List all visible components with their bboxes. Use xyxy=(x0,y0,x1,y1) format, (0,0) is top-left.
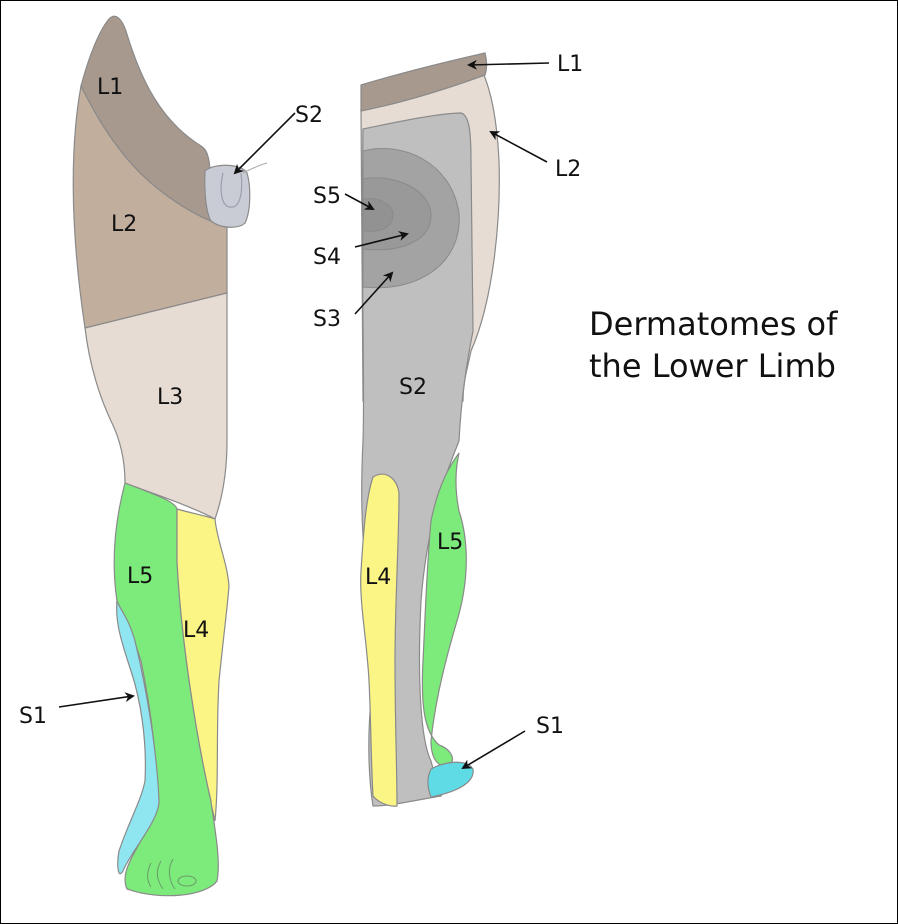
arrow-posterior-L2 xyxy=(489,131,548,163)
posterior-label-S3: S3 xyxy=(313,307,341,332)
anterior-region-S1 xyxy=(116,600,160,875)
posterior-region-L1 xyxy=(360,52,488,112)
title-line-2: the Lower Limb xyxy=(589,347,836,385)
anterior-leg xyxy=(72,15,268,897)
arrow-posterior-L1 xyxy=(467,59,550,70)
anterior-label-S1: S1 xyxy=(19,704,47,729)
posterior-label-S5: S5 xyxy=(313,184,341,209)
anterior-label-L2: L2 xyxy=(111,212,137,237)
anterior-region-S2 xyxy=(204,164,251,228)
posterior-label-L1: L1 xyxy=(557,52,583,77)
arrow-posterior-S5 xyxy=(344,193,375,210)
figure-title: Dermatomes of the Lower Limb xyxy=(589,303,837,387)
title-line-1: Dermatomes of xyxy=(589,305,838,343)
posterior-label-L2: L2 xyxy=(555,157,581,182)
posterior-label-L4: L4 xyxy=(365,565,391,590)
anterior-label-L1: L1 xyxy=(97,75,123,100)
anterior-region-L4 xyxy=(176,508,230,822)
anterior-label-L4: L4 xyxy=(183,618,209,643)
anterior-label-S2: S2 xyxy=(295,103,323,128)
arrow-anterior-S1 xyxy=(58,692,135,708)
posterior-label-S4: S4 xyxy=(313,245,341,270)
posterior-region-L4 xyxy=(360,473,400,807)
anterior-label-L5: L5 xyxy=(127,564,153,589)
arrow-anterior-S2 xyxy=(233,112,296,175)
posterior-region-S4 xyxy=(362,177,432,251)
posterior-label-L5: L5 xyxy=(437,530,463,555)
anterior-region-L3 xyxy=(84,292,228,520)
arrow-posterior-S4 xyxy=(354,231,409,248)
arrow-posterior-S1 xyxy=(461,730,526,770)
posterior-label-S2: S2 xyxy=(399,375,427,400)
posterior-leg xyxy=(360,52,500,807)
arrow-posterior-S3 xyxy=(354,271,394,315)
posterior-label-S1: S1 xyxy=(536,714,564,739)
posterior-region-S1 xyxy=(427,761,474,798)
anterior-label-L3: L3 xyxy=(157,385,183,410)
